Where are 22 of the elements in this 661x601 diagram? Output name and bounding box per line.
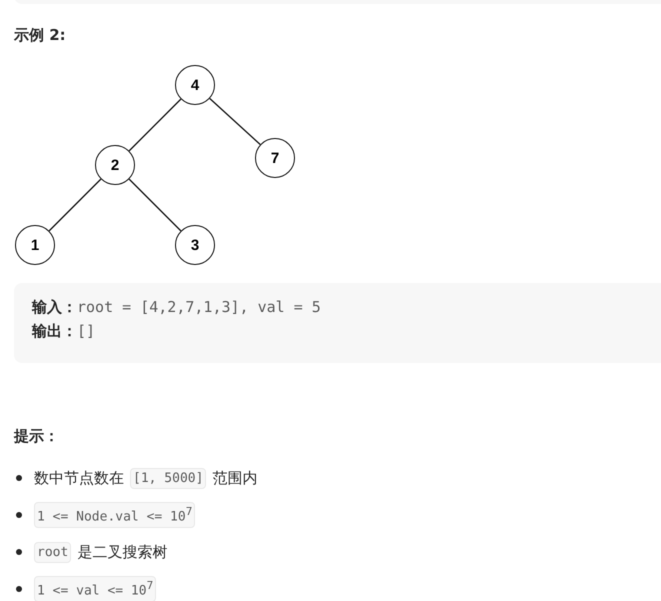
bullet-text: 是二叉搜索树 [77, 542, 168, 562]
inline-code: 1 <= val <= 10$^{7}$ [34, 576, 156, 601]
tree-node-circle: 4 [175, 65, 215, 105]
tree-node-circle: 3 [175, 225, 215, 265]
section-heading: 提示： [14, 427, 59, 446]
tree-edge [209, 98, 261, 145]
tree-edge [48, 178, 102, 232]
inline-code: [1, 5000] [130, 468, 206, 488]
inline-code: root [34, 542, 72, 562]
tree-edge [128, 178, 182, 232]
field-label: 输入： [32, 298, 77, 317]
bullet-text: 数中节点数在 [34, 468, 124, 488]
tree-node-circle: 2 [95, 145, 135, 185]
bullet-text: 范围内 [212, 468, 258, 488]
inline-code: 1 <= Node.val <= 10$^{7}$ [34, 502, 196, 528]
field-label: 输出： [32, 322, 77, 341]
code-text: root = [4,2,7,1,3], val = 5 [77, 298, 321, 316]
code-text: [] [77, 322, 96, 340]
tree-node-circle: 7 [255, 138, 295, 178]
tree-edge [128, 98, 182, 152]
section-title: 示例 2: [14, 26, 66, 45]
tree-node-circle: 1 [15, 225, 55, 265]
